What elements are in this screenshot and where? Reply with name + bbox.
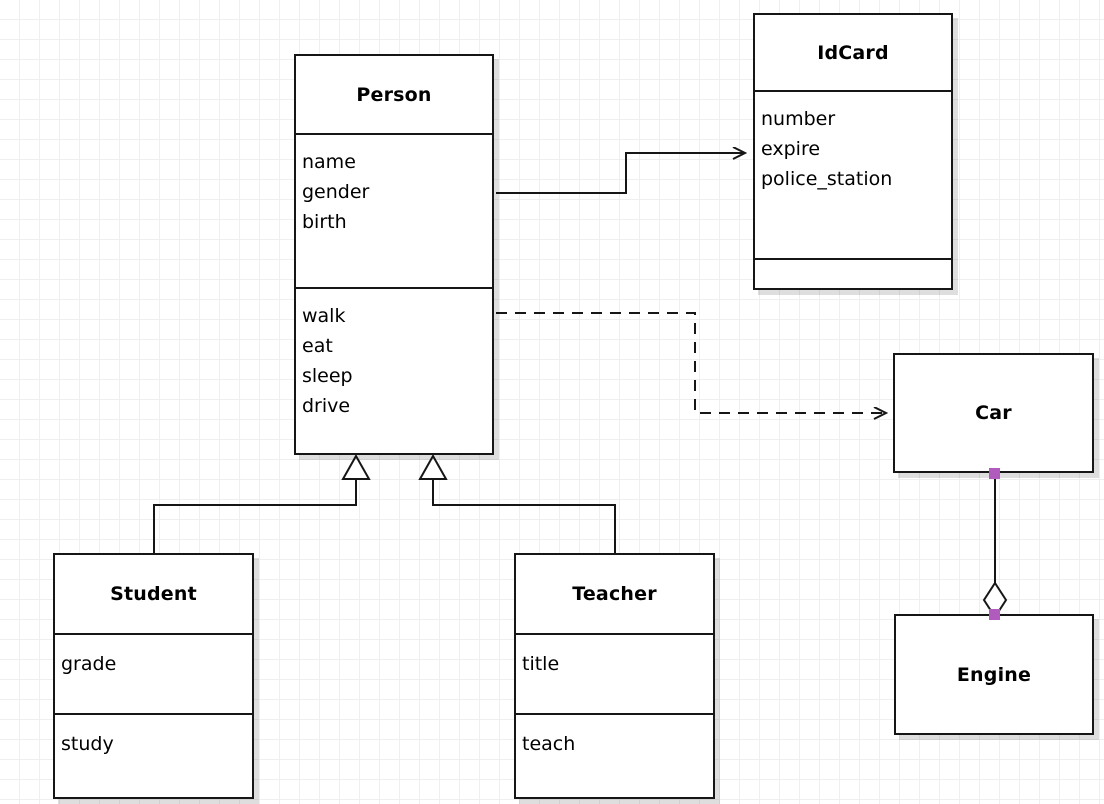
attribute-item: birth	[302, 211, 347, 233]
methods-teacher: teach	[516, 713, 713, 799]
method-item: sleep	[302, 365, 353, 387]
methods-student: study	[55, 713, 252, 799]
method-item: drive	[302, 395, 351, 417]
attributes-teacher: title	[516, 633, 713, 713]
class-box-car[interactable]: Car	[893, 353, 1094, 473]
class-name-car: Car	[975, 402, 1012, 424]
method-item: teach	[522, 733, 576, 755]
edge-person-car[interactable]	[496, 312, 886, 413]
class-name-engine: Engine	[956, 663, 1032, 686]
edge-student-person[interactable]	[153, 453, 371, 553]
attribute-item: grade	[61, 653, 117, 675]
class-name-student: Student	[110, 583, 197, 605]
edge-car-engine[interactable]	[982, 473, 1008, 619]
attribute-item: name	[302, 151, 356, 173]
attribute-item: gender	[302, 181, 370, 203]
attribute-item: police_station	[761, 168, 893, 190]
class-box-teacher[interactable]: Teacher title teach	[514, 553, 715, 799]
method-item: study	[61, 733, 114, 755]
attribute-item: expire	[761, 138, 821, 160]
attributes-student: grade	[55, 633, 252, 713]
class-box-idcard[interactable]: IdCard number expire police_station	[753, 13, 953, 290]
class-name-teacher: Teacher	[572, 583, 657, 605]
edge-person-idcard[interactable]	[496, 153, 745, 194]
class-box-student[interactable]: Student grade study	[53, 553, 254, 799]
methods-person: walk eat sleep drive	[296, 287, 492, 453]
attribute-item: number	[761, 108, 836, 130]
attribute-item: title	[522, 653, 560, 675]
method-item: eat	[302, 335, 333, 357]
method-item: walk	[302, 305, 346, 327]
edge-handle-car[interactable]	[989, 468, 1000, 479]
class-box-engine[interactable]: Engine	[894, 614, 1094, 735]
edge-teacher-person[interactable]	[418, 453, 616, 553]
methods-idcard	[755, 258, 951, 288]
edge-handle-engine[interactable]	[989, 609, 1000, 620]
hollow-triangle-icon	[341, 453, 371, 480]
class-name-idcard: IdCard	[817, 41, 889, 64]
class-box-person[interactable]: Person name gender birth walk eat sleep …	[294, 54, 494, 455]
hollow-triangle-icon	[418, 453, 448, 480]
attributes-person: name gender birth	[296, 133, 492, 287]
class-name-person: Person	[356, 83, 432, 106]
attributes-idcard: number expire police_station	[755, 90, 951, 258]
